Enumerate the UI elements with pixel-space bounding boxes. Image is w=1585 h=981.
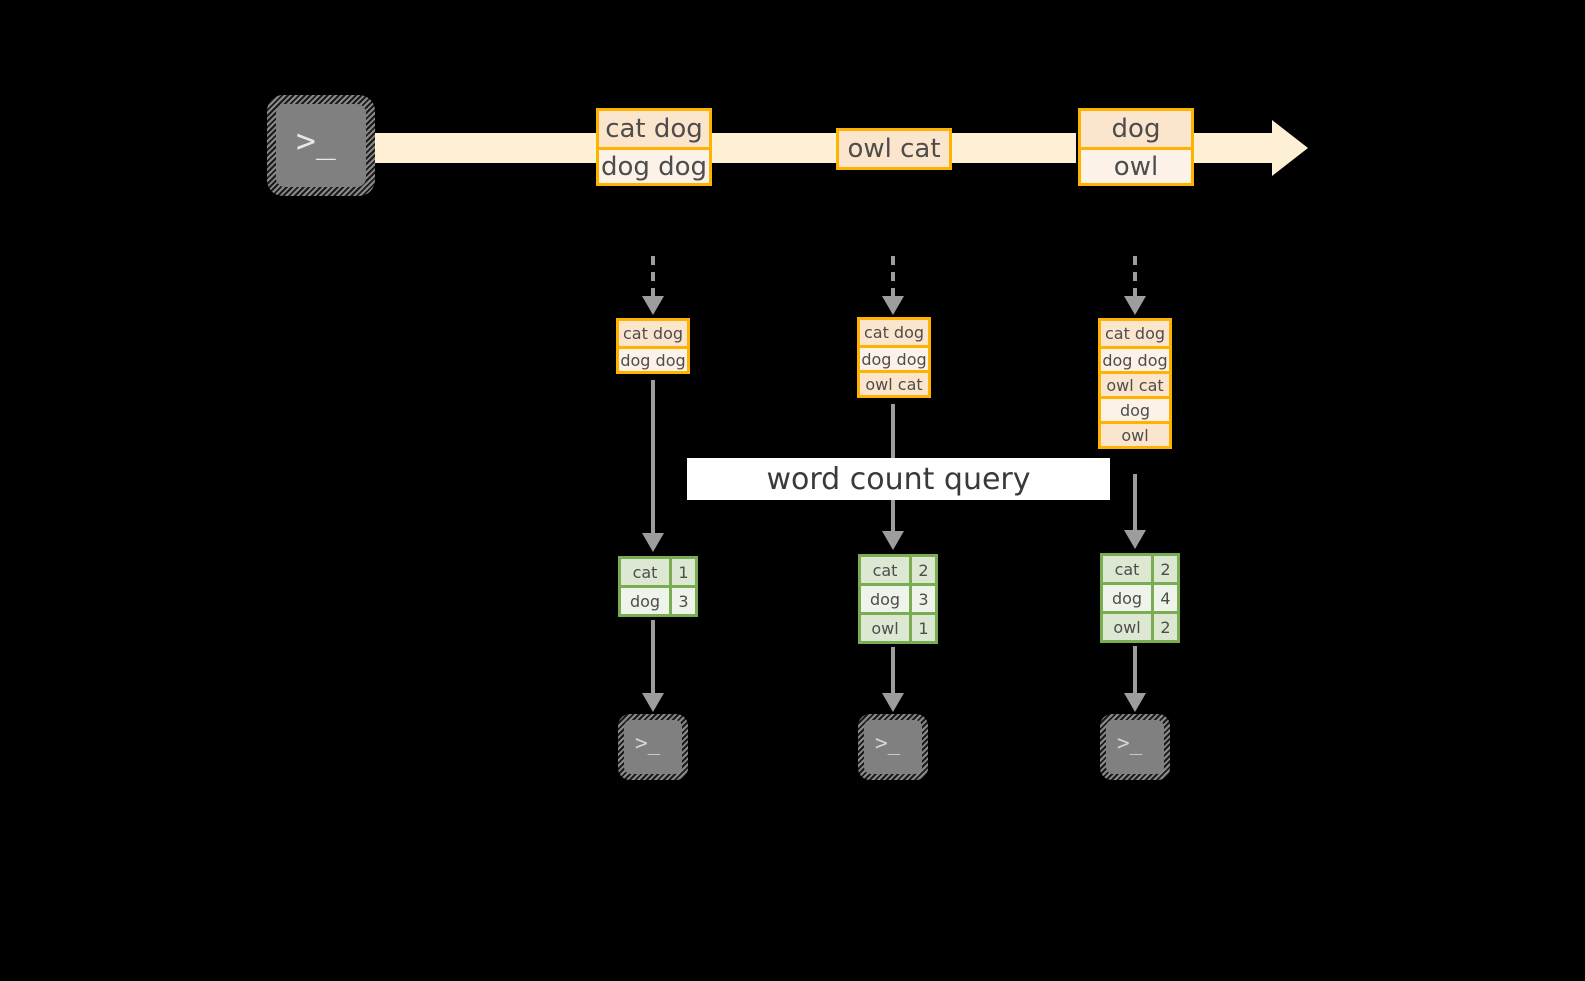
table-row: owl 1 — [861, 612, 935, 641]
table-row: dog 3 — [621, 585, 695, 614]
arrow-right-icon — [1272, 120, 1308, 176]
arrow-down-icon — [882, 296, 904, 315]
record-line: owl cat — [860, 370, 928, 395]
table-row: dog 4 — [1103, 582, 1177, 611]
record-line: cat dog — [619, 321, 687, 346]
result-count: 4 — [1151, 585, 1177, 611]
query-label: word count query — [766, 461, 1031, 497]
terminal-screen — [864, 720, 922, 774]
record-line: dog dog — [860, 345, 928, 370]
record-line: dog — [1101, 396, 1169, 421]
query-label-band: word count query — [687, 458, 1110, 500]
result-table-3[interactable]: cat 2 dog 4 owl 2 — [1100, 553, 1180, 643]
sink-terminal-icon-3[interactable]: >_ — [1100, 714, 1170, 780]
table-row: cat 2 — [861, 557, 935, 583]
terminal-prompt: >_ — [635, 731, 661, 755]
result-to-sink-connector — [651, 620, 655, 695]
stream-band-mid1 — [710, 133, 836, 163]
arrow-down-icon — [882, 693, 904, 712]
result-word: owl — [1113, 617, 1141, 637]
terminal-prompt: >_ — [296, 121, 336, 160]
result-count: 1 — [669, 559, 695, 585]
result-word: owl — [871, 618, 899, 638]
terminal-prompt: >_ — [875, 731, 901, 755]
result-table-1[interactable]: cat 1 dog 3 — [618, 556, 698, 617]
sink-terminal-icon-1[interactable]: >_ — [618, 714, 688, 780]
result-to-sink-connector — [891, 647, 895, 695]
sink-terminal-icon-2[interactable]: >_ — [858, 714, 928, 780]
record-line: dog dog — [599, 147, 709, 183]
stream-record-2[interactable]: owl cat — [836, 128, 952, 170]
record-line: owl — [1101, 421, 1169, 446]
table-row: cat 2 — [1103, 556, 1177, 582]
arrow-down-icon — [1124, 296, 1146, 315]
arrow-down-icon — [882, 531, 904, 550]
result-word: cat — [1114, 559, 1140, 579]
result-count: 2 — [1151, 556, 1177, 582]
table-row: owl 2 — [1103, 611, 1177, 640]
result-count: 2 — [1151, 614, 1177, 640]
arrow-down-icon — [1124, 530, 1146, 549]
result-count: 3 — [909, 586, 935, 612]
table-row: cat 1 — [621, 559, 695, 585]
accumulated-records-3[interactable]: cat dog dog dog owl cat dog owl — [1098, 318, 1172, 449]
result-word: dog — [869, 589, 901, 609]
result-count: 1 — [909, 615, 935, 641]
stream-to-state-connector — [1133, 256, 1137, 298]
result-table-2[interactable]: cat 2 dog 3 owl 1 — [858, 554, 938, 644]
result-count: 3 — [669, 588, 695, 614]
record-line: owl cat — [839, 131, 949, 167]
arrow-down-icon — [1124, 693, 1146, 712]
record-line: cat dog — [599, 111, 709, 147]
stream-record-3[interactable]: dog owl — [1078, 108, 1194, 186]
accumulated-records-1[interactable]: cat dog dog dog — [616, 318, 690, 374]
record-line: dog dog — [1101, 346, 1169, 371]
terminal-screen — [1106, 720, 1164, 774]
terminal-screen — [624, 720, 682, 774]
source-terminal-icon[interactable]: >_ — [267, 95, 375, 196]
stream-to-state-connector — [891, 256, 895, 298]
result-word: dog — [1111, 588, 1143, 608]
terminal-prompt: >_ — [1117, 731, 1143, 755]
state-to-result-connector — [651, 380, 655, 535]
record-line: cat dog — [1101, 321, 1169, 346]
state-to-result-connector — [1133, 474, 1137, 532]
record-line: owl cat — [1101, 371, 1169, 396]
result-word: cat — [632, 562, 658, 582]
terminal-screen — [276, 104, 366, 187]
result-count: 2 — [909, 557, 935, 583]
stream-band-mid2 — [952, 133, 1076, 163]
arrow-down-icon — [642, 693, 664, 712]
record-line: cat dog — [860, 320, 928, 345]
accumulated-records-2[interactable]: cat dog dog dog owl cat — [857, 317, 931, 398]
record-line: owl — [1081, 147, 1191, 183]
arrow-down-icon — [642, 296, 664, 315]
record-line: dog dog — [619, 346, 687, 371]
table-row: dog 3 — [861, 583, 935, 612]
record-line: dog — [1081, 111, 1191, 147]
result-word: dog — [629, 591, 661, 611]
arrow-down-icon — [642, 533, 664, 552]
stream-record-1[interactable]: cat dog dog dog — [596, 108, 712, 186]
result-to-sink-connector — [1133, 646, 1137, 695]
stream-band-right — [1194, 133, 1272, 163]
stream-to-state-connector — [651, 256, 655, 298]
stream-band-left — [366, 133, 598, 163]
result-word: cat — [872, 560, 898, 580]
